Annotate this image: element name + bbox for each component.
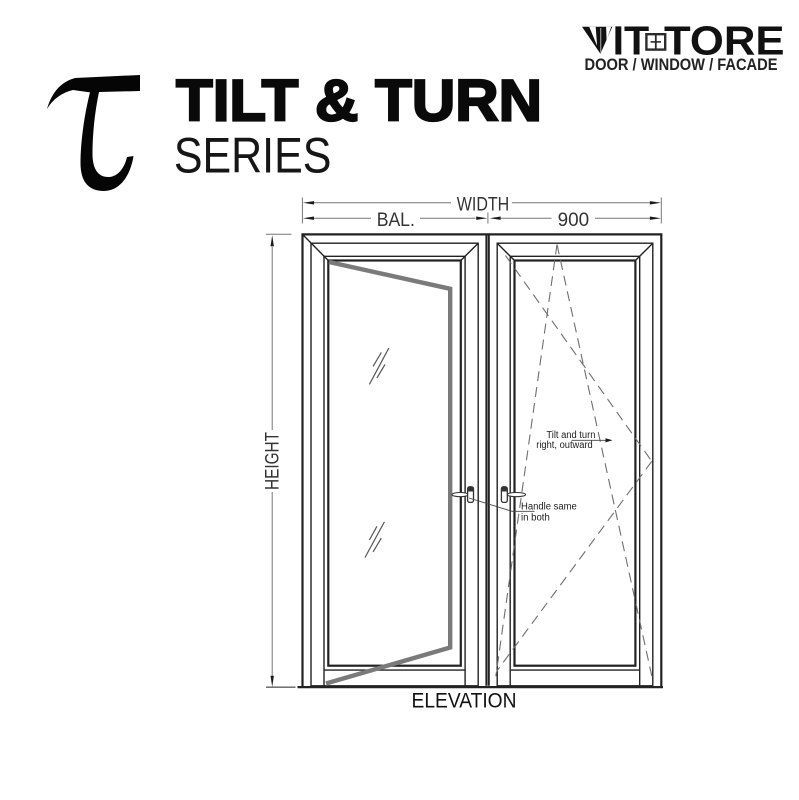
svg-text:Handle same: Handle same [521,502,577,513]
svg-text:Tilt and turn: Tilt and turn [546,430,595,441]
svg-text:HEIGHT: HEIGHT [263,432,284,490]
svg-text:in both: in both [521,513,550,524]
svg-text:SERIES: SERIES [174,128,332,184]
svg-text:BAL.: BAL. [377,210,415,231]
svg-text:TILT & TURN: TILT & TURN [176,68,542,133]
svg-text:ELEVATION: ELEVATION [412,689,517,712]
svg-text:DOOR / WINDOW / FACADE: DOOR / WINDOW / FACADE [585,56,778,74]
svg-text:900: 900 [558,210,590,231]
svg-text:WIDTH: WIDTH [457,194,510,215]
svg-text:IT: IT [613,17,650,63]
svg-text:right, outward: right, outward [536,440,593,451]
svg-text:TORE: TORE [664,17,785,63]
